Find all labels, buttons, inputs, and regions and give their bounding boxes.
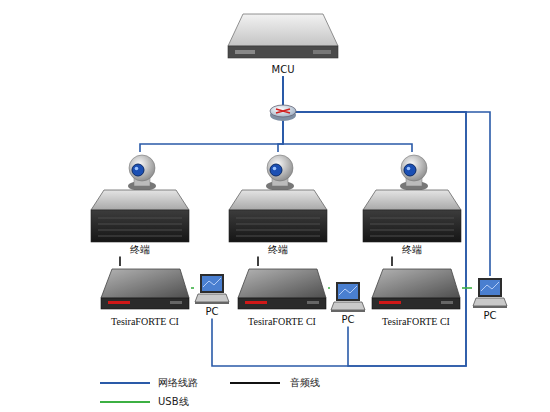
cable-line — [140, 77, 283, 153]
legend-line-sample — [100, 401, 150, 403]
tesira-device: TesiraFORTE CI — [99, 266, 191, 329]
cable-line — [462, 287, 472, 289]
cable-line — [283, 77, 412, 153]
pc-laptop: PC — [472, 276, 508, 323]
mcu-device: MCU — [227, 8, 339, 77]
video-terminal: 终端 — [362, 152, 462, 257]
legend-text: 网络线路 — [158, 376, 198, 390]
cable-line — [283, 77, 490, 277]
device-label: TesiraFORTE CI — [236, 316, 328, 329]
video-terminal: 终端 — [228, 152, 328, 257]
tesira-illustration — [371, 266, 461, 316]
cable-line — [191, 287, 194, 289]
terminal-illustration — [362, 152, 462, 244]
terminal-illustration — [90, 152, 190, 244]
tesira-device: TesiraFORTE CI — [236, 266, 328, 329]
legend-text: 音频线 — [290, 376, 320, 390]
legend-line-sample — [100, 382, 150, 384]
device-label: PC — [194, 306, 230, 319]
device-label: TesiraFORTE CI — [99, 316, 191, 329]
tesira-device: TesiraFORTE CI — [370, 266, 462, 329]
laptop-illustration — [194, 272, 230, 306]
legend-line-sample — [230, 382, 280, 384]
mcu-illustration — [227, 8, 339, 64]
laptop-illustration — [472, 276, 508, 310]
cable-line — [257, 257, 259, 267]
laptop-illustration — [330, 280, 366, 314]
cable-line — [391, 257, 393, 267]
terminal-illustration — [228, 152, 328, 244]
tesira-illustration — [100, 266, 190, 316]
cable-line — [212, 77, 466, 367]
device-label: TesiraFORTE CI — [370, 316, 462, 329]
pc-laptop: PC — [330, 280, 366, 327]
cable-line — [119, 257, 121, 267]
legend-text: USB线 — [158, 395, 189, 409]
device-label: PC — [472, 310, 508, 323]
router-arrows — [276, 109, 290, 113]
router-top — [270, 105, 296, 117]
video-terminal: 终端 — [90, 152, 190, 257]
device-label: PC — [330, 314, 366, 327]
device-label: 终端 — [90, 244, 190, 257]
device-label: 终端 — [228, 244, 328, 257]
device-label: 终端 — [362, 244, 462, 257]
cable-line — [328, 287, 330, 289]
device-label: MCU — [227, 64, 339, 77]
pc-laptop: PC — [194, 272, 230, 319]
tesira-illustration — [237, 266, 327, 316]
